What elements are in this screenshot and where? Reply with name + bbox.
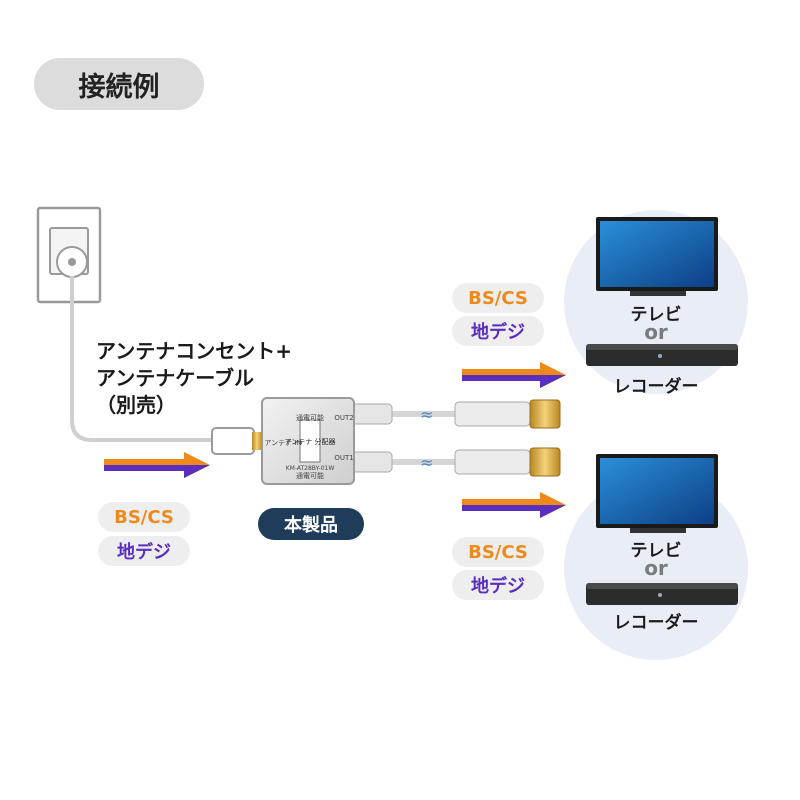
recorder-label-2: レコーダー xyxy=(613,613,699,633)
source-line-2: アンテナケーブル xyxy=(96,366,254,390)
tv-label-1: テレビ xyxy=(630,305,682,325)
input-signal-chideji: 地デジ xyxy=(98,536,190,566)
output1-signal-bscs: BS/CS xyxy=(452,283,544,313)
recorder-label-1: レコーダー xyxy=(613,377,699,397)
output1-signal-chideji: 地デジ xyxy=(452,316,544,346)
or-label-2: or xyxy=(644,556,668,580)
tv-icon-1 xyxy=(596,217,718,296)
splitter-out1: OUT1 xyxy=(334,454,353,462)
recorder-icon-1 xyxy=(586,344,738,366)
svg-text:≈: ≈ xyxy=(420,453,433,472)
splitter-pass-label-2: 通電可能 xyxy=(296,471,324,480)
input-signal-bscs: BS/CS xyxy=(98,502,190,532)
or-label-1: or xyxy=(644,320,668,344)
output-cables: ≈ ≈ xyxy=(350,399,561,477)
splitter-pass-label: 通電可能 xyxy=(296,413,324,422)
tv-label-2: テレビ xyxy=(630,541,682,561)
source-line-1: アンテナコンセント+ xyxy=(96,339,292,363)
source-description: アンテナコンセント+ アンテナケーブル （別売） xyxy=(96,338,292,419)
output2-signal-bscs: BS/CS xyxy=(452,537,544,567)
signal-arrows xyxy=(104,362,566,518)
input-cable xyxy=(70,276,218,442)
page-title: 接続例 xyxy=(34,58,204,110)
splitter-in-label: アンテナ IN xyxy=(264,439,301,447)
output2-signal-chideji: 地デジ xyxy=(452,570,544,600)
svg-text:≈: ≈ xyxy=(420,405,433,424)
splitter-out2: OUT2 xyxy=(334,414,353,422)
cable-plug xyxy=(211,427,255,455)
wall-outlet-icon xyxy=(36,206,102,304)
splitter-name: アンテナ 分配器 xyxy=(285,437,336,446)
recorder-icon-2 xyxy=(586,583,738,605)
product-label: 本製品 xyxy=(258,508,364,540)
tv-icon-2 xyxy=(596,454,718,533)
source-line-3: （別売） xyxy=(96,393,176,417)
splitter-device: 通電可能 通電可能 アンテナ IN アンテナ 分配器 OUT1 OUT2 KM-… xyxy=(261,397,355,485)
splitter-model: KM-AT28BY-01W xyxy=(286,465,335,472)
